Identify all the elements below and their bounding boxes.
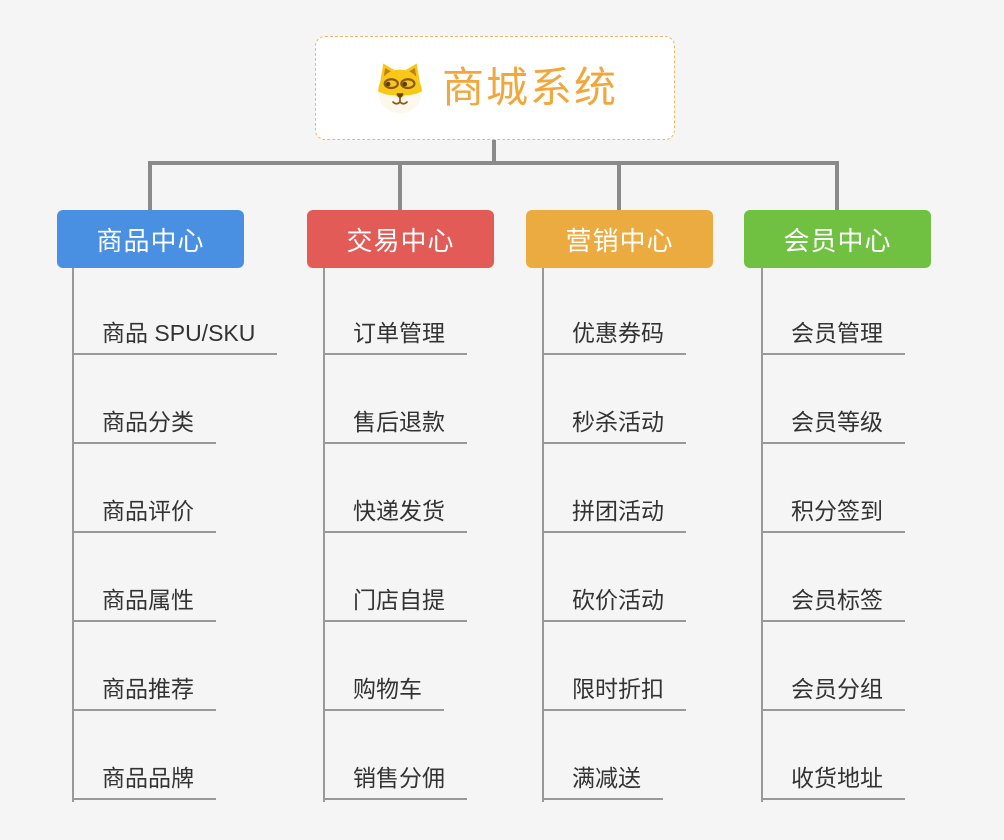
leaf-node[interactable]: 商品品牌 xyxy=(72,762,216,800)
leaf-node[interactable]: 商品分类 xyxy=(72,406,216,444)
connector-branch-stub xyxy=(398,161,402,210)
leaf-node[interactable]: 商品 SPU/SKU xyxy=(72,317,278,355)
leaf-node[interactable]: 门店自提 xyxy=(323,584,467,622)
leaf-node[interactable]: 购物车 xyxy=(323,673,444,711)
leaf-node[interactable]: 会员分组 xyxy=(761,673,905,711)
leaf-node[interactable]: 商品推荐 xyxy=(72,673,216,711)
leaf-node[interactable]: 售后退款 xyxy=(323,406,467,444)
leaf-node[interactable]: 限时折扣 xyxy=(542,673,686,711)
branch-node-marketing-center[interactable]: 营销中心 xyxy=(526,210,713,268)
leaf-node[interactable]: 积分签到 xyxy=(761,495,905,533)
shiba-dog-icon xyxy=(372,60,428,116)
leaf-node[interactable]: 会员管理 xyxy=(761,317,905,355)
root-title: 商城系统 xyxy=(441,64,618,111)
leaf-node[interactable]: 满减送 xyxy=(542,762,663,800)
leaf-node[interactable]: 订单管理 xyxy=(323,317,467,355)
leaf-node[interactable]: 会员等级 xyxy=(761,406,905,444)
connector-branch-stub xyxy=(835,161,839,210)
connector-leaf-line xyxy=(542,268,544,802)
leaf-node[interactable]: 会员标签 xyxy=(761,584,905,622)
leaf-node[interactable]: 商品属性 xyxy=(72,584,216,622)
connector-root-stub xyxy=(492,140,496,165)
leaf-node[interactable]: 砍价活动 xyxy=(542,584,686,622)
connector-bus-line xyxy=(148,161,839,165)
connector-branch-stub xyxy=(148,161,152,210)
connector-leaf-line xyxy=(761,268,763,802)
branch-node-member-center[interactable]: 会员中心 xyxy=(744,210,931,268)
leaf-node[interactable]: 优惠券码 xyxy=(542,317,686,355)
leaf-node[interactable]: 商品评价 xyxy=(72,495,216,533)
leaf-node[interactable]: 快递发货 xyxy=(323,495,467,533)
connector-branch-stub xyxy=(617,161,621,210)
leaf-node[interactable]: 销售分佣 xyxy=(323,762,467,800)
branch-node-trade-center[interactable]: 交易中心 xyxy=(307,210,494,268)
connector-leaf-line xyxy=(323,268,325,802)
connector-leaf-line xyxy=(72,268,74,802)
branch-node-product-center[interactable]: 商品中心 xyxy=(57,210,244,268)
leaf-node[interactable]: 收货地址 xyxy=(761,762,905,800)
leaf-node[interactable]: 拼团活动 xyxy=(542,495,686,533)
root-node[interactable]: 商城系统 xyxy=(315,36,675,140)
leaf-node[interactable]: 秒杀活动 xyxy=(542,406,686,444)
